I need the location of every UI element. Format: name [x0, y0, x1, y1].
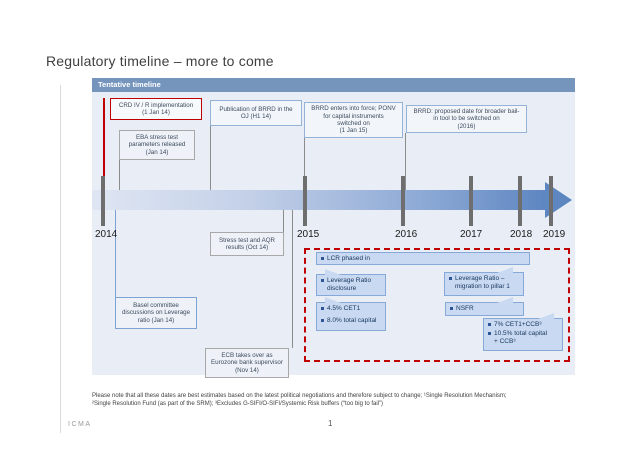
- bullet-square-icon: [321, 256, 324, 260]
- tick-2016: [401, 176, 405, 226]
- callout-flap-icon: [325, 269, 341, 275]
- event-box-brrd-publication: Publication of BRRD in the OJ (H1 14): [210, 100, 302, 126]
- connector-brrd-force: [304, 138, 305, 190]
- footer-brand: ICMA: [68, 421, 92, 428]
- callout-text: LCR phased in: [327, 254, 370, 262]
- page-title: Regulatory timeline – more to come: [46, 53, 274, 69]
- bullet-square-icon: [488, 332, 491, 335]
- page-number: 1: [328, 419, 333, 428]
- callout-text: Leverage Ratio disclosure: [327, 277, 372, 292]
- event-box-stress-test-aqr: Stress test and AQR results (Oct 14): [210, 232, 284, 256]
- year-label-2014: 2014: [95, 229, 118, 240]
- tick-2018: [518, 176, 522, 226]
- year-label-2015: 2015: [297, 229, 320, 240]
- footnote: Please note that all these dates are bes…: [92, 393, 574, 408]
- connector-basel: [115, 210, 116, 297]
- event-box-brrd-enters-force: BRRD enters into force; PONV for capital…: [304, 102, 403, 138]
- callout-text: 4.5% CET1: [327, 305, 361, 312]
- callout-flap-icon: [497, 267, 513, 273]
- connector-brrd-publication: [210, 126, 211, 190]
- requirements-dashed-frame: [304, 248, 570, 362]
- bullet-square-icon: [321, 307, 324, 310]
- event-box-ecb-supervisor: ECB takes over as Eurozone bank supervis…: [205, 348, 289, 378]
- connector-brrd-proposed: [405, 133, 406, 190]
- callout-text: 10.5% total capital + CCB³: [494, 330, 548, 345]
- connector-crd: [103, 98, 105, 176]
- callout-text: NSFR: [456, 305, 474, 312]
- bullet-square-icon: [321, 319, 324, 322]
- connector-aqr: [283, 210, 284, 232]
- bullet-square-icon: [449, 277, 452, 280]
- year-label-2018: 2018: [510, 229, 533, 240]
- callout-leverage-disclosure: Leverage Ratio disclosure: [316, 269, 386, 296]
- year-label-2019: 2019: [543, 229, 566, 240]
- panel-header: Tentative timeline: [92, 78, 575, 92]
- connector-ecb: [292, 210, 293, 348]
- callout-text: 8.0% total capital: [327, 317, 377, 324]
- left-template-rule: [60, 85, 61, 433]
- event-box-basel-leverage: Basel committee discussions on Leverage …: [115, 297, 197, 329]
- bullet-square-icon: [321, 279, 324, 282]
- callout-text: Leverage Ratio – migration to pillar 1: [455, 275, 510, 290]
- callout-flap-icon: [538, 313, 554, 319]
- event-box-crd-implementation: CRD IV / R implementation (1 Jan 14): [110, 98, 202, 120]
- callout-flap-icon: [497, 297, 513, 303]
- timeline-band: [92, 190, 545, 210]
- year-label-2017: 2017: [460, 229, 483, 240]
- callout-capital-2015: 4.5% CET1 8.0% total capital: [316, 297, 386, 331]
- callout-flap-icon: [325, 297, 341, 303]
- bullet-square-icon: [488, 323, 491, 326]
- callout-capital-2019: 7% CET1+CCB³ 10.5% total capital + CCB³: [483, 313, 563, 351]
- event-box-brrd-proposed-bailin: BRRD: proposed date for broader bail- in…: [406, 105, 527, 133]
- tick-2019: [549, 176, 553, 226]
- callout-nsfr: NSFR: [445, 297, 524, 316]
- callout-lcr-phased-in: LCR phased in: [316, 252, 530, 265]
- bullet-square-icon: [450, 307, 453, 310]
- callout-leverage-pillar1: Leverage Ratio – migration to pillar 1: [444, 267, 524, 296]
- footnote-line-1: Please note that all these dates are bes…: [92, 393, 507, 399]
- tick-2017: [469, 176, 473, 226]
- event-box-eba-stress-test: EBA stress test parameters released (Jan…: [119, 130, 195, 160]
- year-label-2016: 2016: [395, 229, 418, 240]
- tick-2014: [101, 176, 105, 226]
- connector-eba: [119, 160, 120, 190]
- callout-text: 7% CET1+CCB³: [494, 321, 542, 328]
- footnote-line-2: ²Single Resolution Fund (as part of the …: [92, 400, 383, 407]
- tick-2015: [303, 176, 307, 226]
